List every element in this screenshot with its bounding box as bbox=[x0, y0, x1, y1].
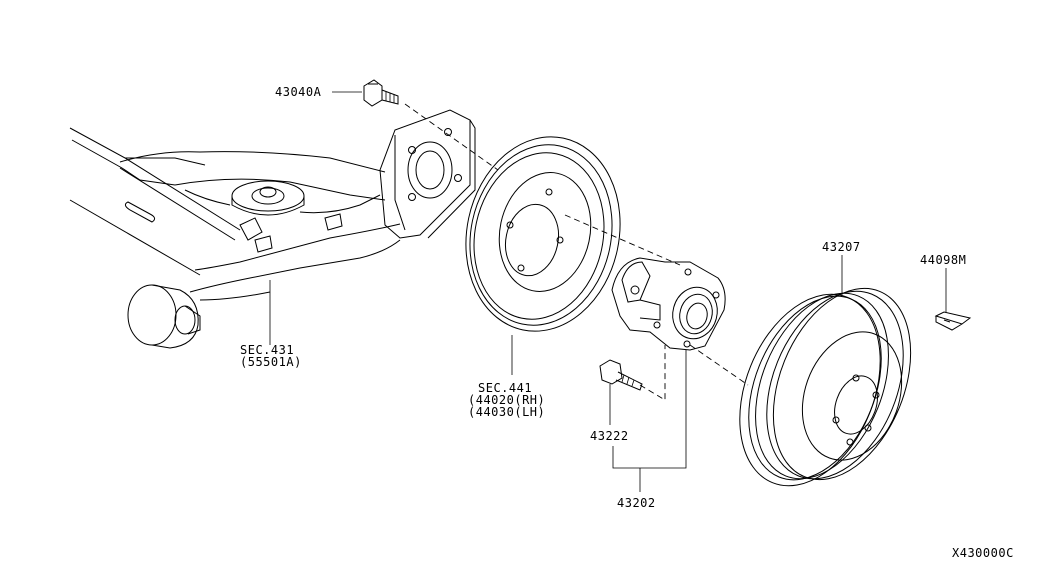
label-55501a: (55501A) bbox=[240, 355, 302, 369]
label-43202: 43202 bbox=[617, 496, 656, 510]
label-44020rh: (44020(RH) bbox=[468, 393, 545, 407]
clip-44098m bbox=[934, 311, 972, 331]
brake-drum bbox=[739, 287, 912, 487]
brake-backing-plate bbox=[465, 136, 621, 332]
leader-43202 bbox=[612, 350, 687, 469]
assembly-line-3 bbox=[639, 345, 666, 401]
label-sec431: SEC.431 bbox=[240, 343, 294, 357]
label-43222: 43222 bbox=[590, 429, 629, 443]
label-sec441: SEC.441 bbox=[478, 381, 532, 395]
wheel-hub-assembly bbox=[611, 257, 726, 351]
rear-axle-beam bbox=[69, 109, 476, 349]
label-44030lh: (44030(LH) bbox=[468, 405, 545, 419]
assembly-line-1 bbox=[404, 103, 499, 171]
label-43207: 43207 bbox=[822, 240, 861, 254]
diagram-code: X430000C bbox=[952, 546, 1014, 560]
assembly-line-4 bbox=[689, 344, 749, 386]
label-43040a: 43040A bbox=[275, 85, 322, 99]
hub-bolt-43222 bbox=[599, 359, 643, 391]
bolt-43040a bbox=[363, 79, 399, 107]
label-44098m: 44098M bbox=[920, 253, 966, 267]
assembly-line-2 bbox=[564, 214, 681, 266]
